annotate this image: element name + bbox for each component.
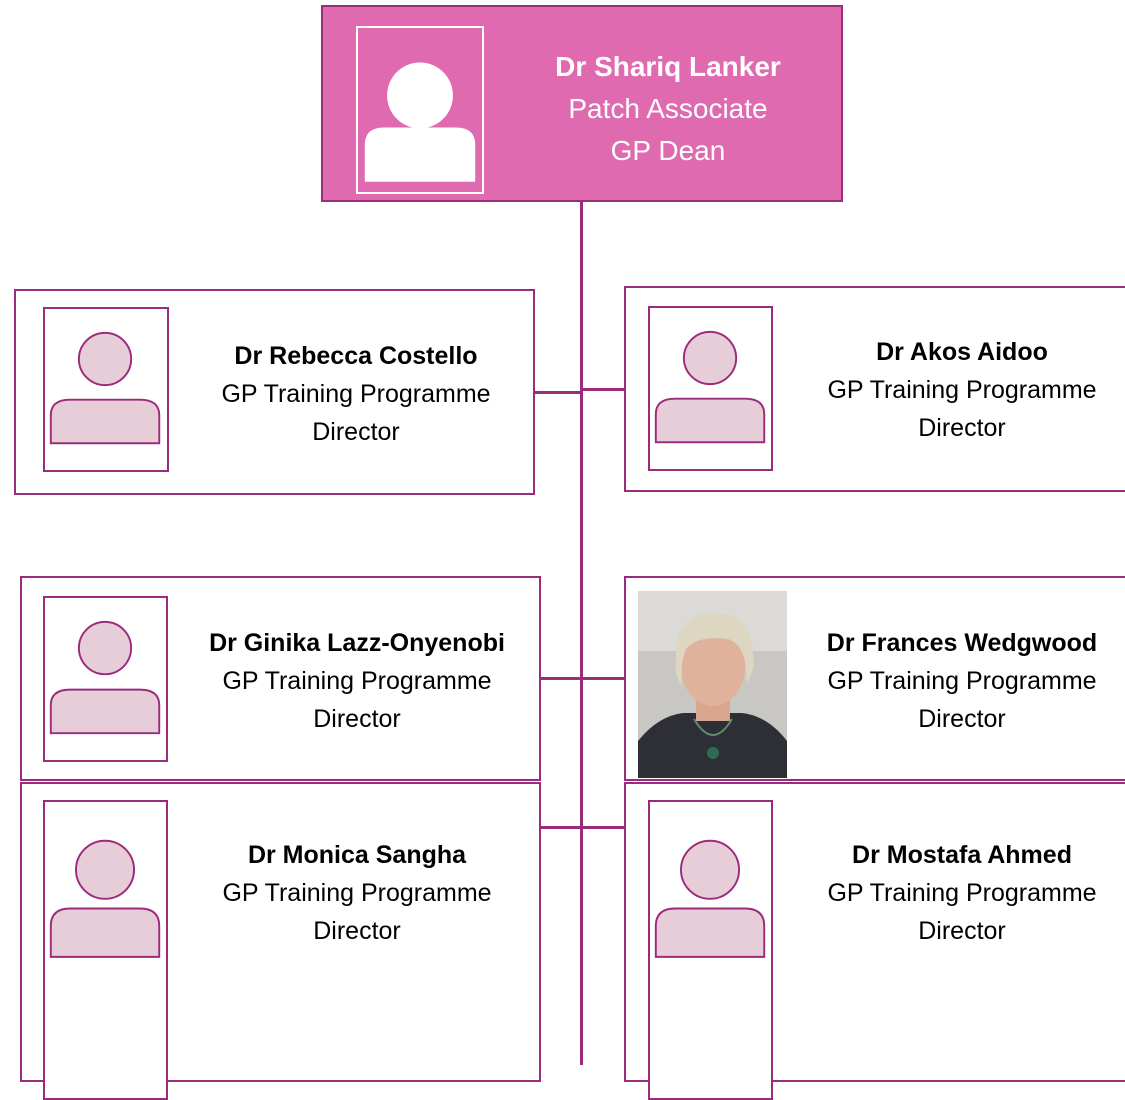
member-text: Dr Mostafa Ahmed GP Training Programme D…	[792, 836, 1125, 950]
root-avatar	[356, 26, 484, 194]
person-placeholder-icon	[654, 839, 766, 958]
member-name: Dr Monica Sangha	[247, 841, 467, 869]
member-role-line2: Director	[918, 414, 1006, 442]
member-card-monica-sangha: Dr Monica Sangha GP Training Programme D…	[20, 782, 541, 1100]
member-name: Dr Akos Aidoo	[876, 338, 1048, 366]
root-role-line1: Patch Associate	[568, 93, 768, 124]
person-placeholder-icon	[654, 330, 766, 444]
member-text: Dr Rebecca Costello GP Training Programm…	[186, 337, 526, 451]
person-placeholder-icon	[49, 620, 161, 735]
member-text: Dr Ginika Lazz-Onyenobi GP Training Prog…	[182, 624, 532, 738]
member-name: Dr Rebecca Costello	[234, 342, 478, 370]
member-role-line1: GP Training Programme	[221, 380, 491, 408]
member-card-akos-aidoo: Dr Akos Aidoo GP Training Programme Dire…	[624, 286, 1125, 492]
connector-row2-right	[580, 677, 626, 680]
member-photo	[638, 591, 787, 778]
member-name: Dr Mostafa Ahmed	[852, 841, 1072, 869]
person-placeholder-icon	[364, 62, 476, 182]
member-card-mostafa-ahmed: Dr Mostafa Ahmed GP Training Programme D…	[624, 782, 1125, 1100]
member-name: Dr Frances Wedgwood	[826, 629, 1098, 657]
member-role-line1: GP Training Programme	[827, 879, 1097, 907]
member-text: Dr Monica Sangha GP Training Programme D…	[182, 836, 532, 950]
member-card-ginika-lazz-onyenobi: Dr Ginika Lazz-Onyenobi GP Training Prog…	[20, 576, 541, 781]
member-text: Dr Akos Aidoo GP Training Programme Dire…	[792, 333, 1125, 447]
member-role-line2: Director	[312, 418, 400, 446]
connector-row1-left	[534, 391, 582, 394]
member-avatar	[648, 800, 773, 1100]
person-placeholder-icon	[49, 839, 161, 958]
member-role-line1: GP Training Programme	[827, 376, 1097, 404]
connector-row3-right	[580, 826, 626, 829]
member-card-frances-wedgwood: Dr Frances Wedgwood GP Training Programm…	[624, 576, 1125, 781]
connector-row2-left	[540, 677, 582, 680]
root-name: Dr Shariq Lanker	[555, 51, 781, 82]
member-role-line2: Director	[313, 917, 401, 945]
connector-row3-left	[540, 826, 582, 829]
member-name: Dr Ginika Lazz-Onyenobi	[209, 629, 505, 657]
member-role-line1: GP Training Programme	[827, 667, 1097, 695]
root-card: Dr Shariq Lanker Patch Associate GP Dean	[321, 5, 843, 202]
member-avatar	[43, 596, 168, 762]
root-role-line2: GP Dean	[610, 135, 726, 166]
root-text: Dr Shariq Lanker Patch Associate GP Dean	[498, 46, 838, 172]
member-role-line2: Director	[918, 917, 1006, 945]
member-avatar	[43, 307, 169, 472]
person-photo	[638, 591, 787, 778]
member-role-line1: GP Training Programme	[222, 879, 492, 907]
member-role-line1: GP Training Programme	[222, 667, 492, 695]
person-placeholder-icon	[49, 331, 161, 445]
member-text: Dr Frances Wedgwood GP Training Programm…	[792, 624, 1125, 738]
member-avatar	[648, 306, 773, 471]
trunk-connector	[580, 200, 583, 1065]
member-role-line2: Director	[918, 705, 1006, 733]
member-avatar	[43, 800, 168, 1100]
member-role-line2: Director	[313, 705, 401, 733]
member-card-rebecca-costello: Dr Rebecca Costello GP Training Programm…	[14, 289, 535, 495]
connector-row1-right	[580, 388, 626, 391]
